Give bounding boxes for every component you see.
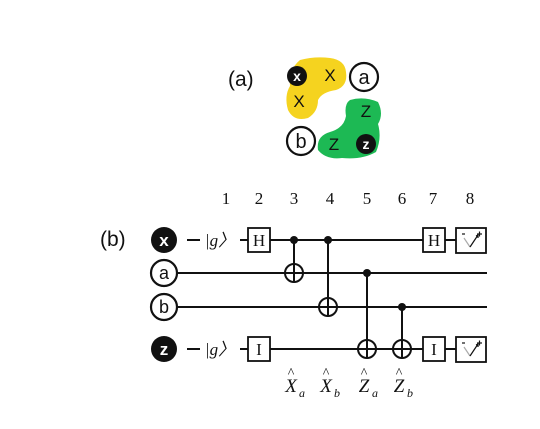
cnot-control-dot	[290, 236, 298, 244]
operator-base: X	[319, 376, 333, 397]
qubit-z-label-circle	[151, 336, 177, 362]
step-number: 2	[255, 189, 264, 208]
gate-h-label: H	[253, 231, 265, 250]
gate-boxes	[247, 227, 446, 362]
measurement-z	[455, 336, 487, 363]
measurement-box	[455, 227, 487, 254]
step-number: 4	[326, 189, 335, 208]
hat-icon: ^	[288, 366, 295, 381]
operator-subscript: a	[299, 386, 305, 400]
plaquette-z-right: Z	[361, 102, 371, 121]
gate-i-label: I	[431, 340, 437, 359]
step-number: 8	[466, 189, 475, 208]
measurement-meter-icon	[462, 231, 482, 248]
qubit-b-label-circle	[149, 292, 179, 322]
operator-base: X	[284, 376, 298, 397]
panel-b: (b) 1 2 3 4 5 6 7 8 x a	[100, 189, 487, 400]
qubit-a-label-circle	[149, 258, 179, 288]
qubit-b-letter: b	[295, 131, 306, 153]
cnot-control-dot	[398, 303, 406, 311]
operator-base: Z	[394, 376, 405, 397]
measurement-box	[455, 336, 487, 363]
cnot-control-dot	[324, 236, 332, 244]
qubit-x-letter: x	[293, 68, 301, 84]
step-number: 1	[222, 189, 231, 208]
operator-subscript: a	[372, 386, 378, 400]
qubit-b-circle	[285, 125, 317, 157]
qubit-x-label-letter: x	[159, 231, 169, 250]
plaquette-x-left: X	[293, 92, 304, 111]
qubit-a-circle	[348, 61, 380, 93]
hat-icon: ^	[361, 366, 368, 381]
qubit-z-circle	[356, 134, 376, 154]
gate-i-box	[247, 336, 271, 362]
step-number: 3	[290, 189, 299, 208]
operator-x-b: X ^ b	[319, 366, 340, 400]
panel-b-label: (b)	[100, 228, 126, 251]
gate-h-box	[247, 227, 271, 253]
qubit-z-label-letter: z	[160, 340, 169, 359]
step-number: 6	[398, 189, 407, 208]
qubit-x-circle	[287, 66, 307, 86]
operator-z-b: Z ^ b	[394, 366, 413, 400]
qubit-a-label-letter: a	[159, 263, 170, 283]
hat-icon: ^	[323, 366, 330, 381]
gate-i-label: I	[256, 340, 262, 359]
qubit-x-label-circle	[151, 227, 177, 253]
gate-h-box	[422, 227, 446, 253]
init-state-x: |g〉	[205, 231, 235, 250]
measurement-meter-icon	[462, 340, 482, 357]
operator-subscript: b	[334, 386, 340, 400]
plaquette-x-top: X	[324, 66, 335, 85]
gate-h-label: H	[428, 231, 440, 250]
qubit-b-label-letter: b	[159, 297, 169, 317]
init-state-z: |g〉	[205, 340, 235, 359]
qubit-z-letter: z	[363, 136, 370, 152]
step-number: 7	[429, 189, 438, 208]
operator-z-a: Z ^ a	[359, 366, 378, 400]
cnot-control-dot	[363, 269, 371, 277]
gate-i-box	[422, 336, 446, 362]
operator-x-a: X ^ a	[284, 366, 305, 400]
operator-subscript: b	[407, 386, 413, 400]
cnot-gates	[284, 236, 412, 359]
step-number: 5	[363, 189, 372, 208]
qubit-a-letter: a	[358, 67, 370, 89]
qubit-wires	[178, 239, 487, 350]
panel-a: (a) x a b z X X Z Z	[228, 57, 381, 159]
plaquette-z-bottom: Z	[329, 135, 339, 154]
operator-base: Z	[359, 376, 370, 397]
hat-icon: ^	[396, 366, 403, 381]
panel-a-label: (a)	[228, 68, 254, 91]
measurement-x	[455, 227, 487, 254]
step-numbers: 1 2 3 4 5 6 7 8	[222, 189, 475, 208]
